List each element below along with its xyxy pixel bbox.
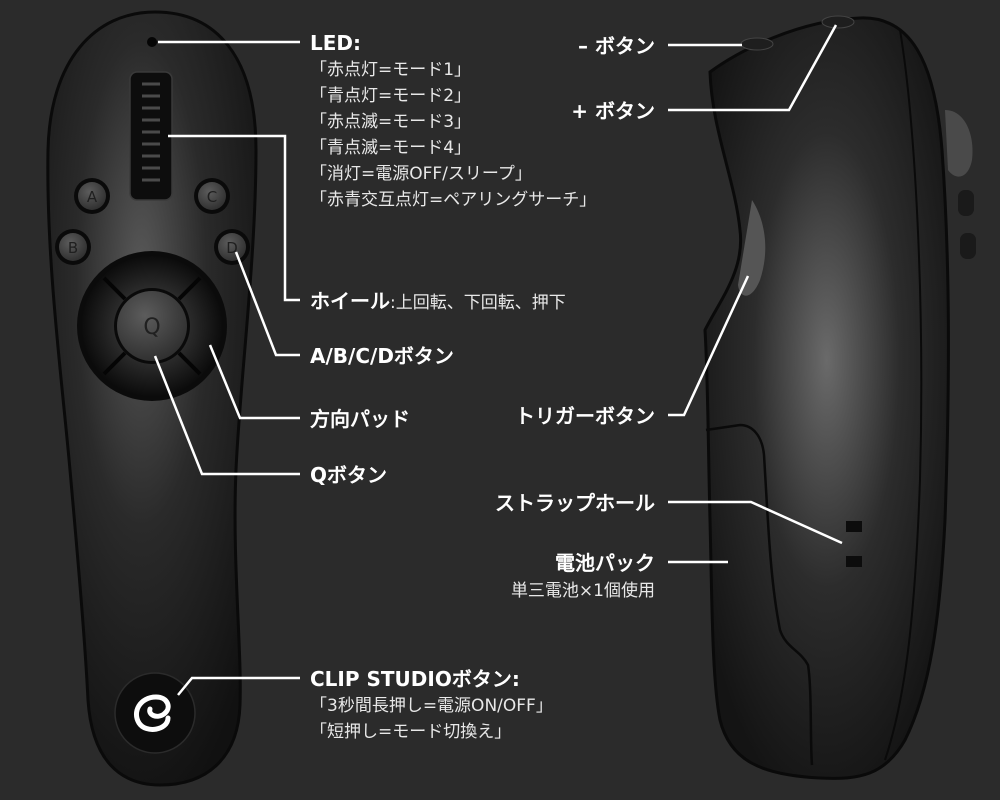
- side-button-upper: [958, 190, 974, 216]
- led-state-3: 「赤点滅=モード3」: [310, 112, 472, 132]
- wheel-title: ホイール: [310, 289, 390, 313]
- battery-pack-title: 電池パック: [555, 551, 655, 575]
- svg-text:A: A: [87, 188, 98, 206]
- q-button-shape[interactable]: Q: [114, 288, 190, 364]
- side-button-lower: [960, 233, 976, 259]
- minus-button-shape: [740, 37, 774, 51]
- wheel-callout: ホイール:上回転、下回転、押下: [310, 291, 566, 312]
- svg-text:D: D: [226, 239, 238, 257]
- clip-studio-logo-icon: [133, 694, 171, 732]
- led-title: LED:: [310, 31, 362, 55]
- button-d[interactable]: D: [214, 229, 250, 265]
- plus-button-label: + ボタン: [571, 99, 655, 123]
- plus-button-shape: [821, 15, 855, 29]
- strap-hole-lower: [846, 556, 862, 567]
- svg-text:C: C: [207, 188, 217, 206]
- battery-pack-callout: 電池パック 単三電池×1個使用: [511, 553, 655, 600]
- led-state-4: 「青点滅=モード4」: [310, 138, 472, 158]
- clip-studio-function-2: 「短押し=モード切換え」: [310, 722, 512, 742]
- led-state-1: 「赤点灯=モード1」: [310, 60, 472, 80]
- direction-pad[interactable]: [77, 251, 227, 401]
- battery-pack-shape: [705, 423, 814, 766]
- direction-pad-label: 方向パッド: [310, 407, 410, 431]
- led-state-2: 「青点灯=モード2」: [310, 86, 472, 106]
- svg-text:Q: Q: [143, 315, 160, 340]
- led-state-6: 「赤青交互点灯=ペアリングサーチ」: [310, 190, 597, 210]
- q-button-label: Qボタン: [310, 463, 388, 487]
- battery-pack-desc: 単三電池×1個使用: [510, 581, 655, 601]
- button-a[interactable]: A: [74, 178, 110, 214]
- scroll-wheel: [129, 71, 173, 201]
- strap-hole-label: ストラップホール: [495, 491, 655, 515]
- clip-studio-title: CLIP STUDIOボタン:: [310, 667, 520, 691]
- button-c[interactable]: C: [194, 178, 230, 214]
- minus-button-label: – ボタン: [578, 34, 655, 58]
- led-indicator: [147, 37, 157, 47]
- trigger-button-shape: [738, 200, 766, 296]
- clip-studio-function-1: 「3秒間長押し=電源ON/OFF」: [310, 696, 553, 716]
- abcd-buttons-label: A/B/C/Dボタン: [310, 344, 454, 368]
- clip-studio-callout: CLIP STUDIOボタン: 「3秒間長押し=電源ON/OFF」 「短押し=モ…: [310, 669, 553, 741]
- led-callout: LED: 「赤点灯=モード1」 「青点灯=モード2」 「赤点滅=モード3」 「青…: [310, 33, 596, 209]
- svg-text:B: B: [68, 239, 78, 257]
- front-view-device: A B C D: [46, 10, 258, 787]
- wheel-desc: :上回転、下回転、押下: [390, 293, 566, 313]
- button-b[interactable]: B: [55, 229, 91, 265]
- strap-hole-upper: [846, 521, 862, 532]
- led-state-5: 「消灯=電源OFF/スリープ」: [310, 164, 532, 184]
- clip-studio-button-shape[interactable]: [114, 672, 196, 754]
- side-view-device: [703, 15, 976, 780]
- trigger-button-label: トリガーボタン: [515, 404, 655, 428]
